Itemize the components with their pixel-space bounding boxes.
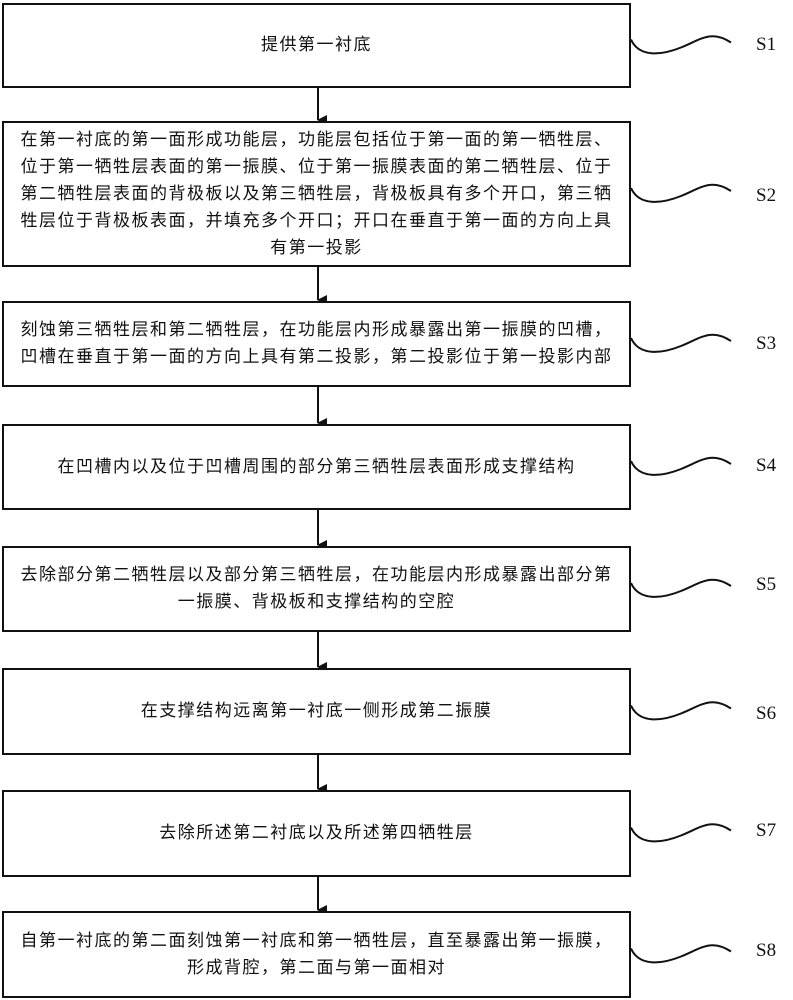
label-leader-line — [630, 944, 732, 964]
step-box-s5: 去除部分第二牺牲层以及部分第三牺牲层，在功能层内形成暴露出部分第一振膜、背极板和… — [2, 546, 631, 632]
step-label-s1: S1 — [756, 34, 777, 55]
label-leader-line — [630, 35, 732, 55]
step-label-s3: S3 — [756, 333, 777, 354]
step-text-s4: 在凹槽内以及位于凹槽周围的部分第三牺牲层表面形成支撑结构 — [57, 456, 576, 477]
step-text-s6: 在支撑结构远离第一衬底一侧形成第二振膜 — [140, 701, 493, 721]
step-text-s1: 提供第一衬底 — [261, 35, 372, 55]
label-leader-line — [630, 578, 732, 598]
step-box-s6: 在支撑结构远离第一衬底一侧形成第二振膜 — [2, 668, 631, 755]
step-box-s2: 在第一衬底的第一面形成功能层，功能层包括位于第一面的第一牺牲层、位于第一牺牲层表… — [2, 121, 631, 267]
label-leader-line — [630, 183, 732, 203]
label-leader-line — [630, 333, 732, 353]
step-text-s8: 自第一衬底的第二面刻蚀第一衬底和第一牺牲层，直至暴露出第一振膜，形成背腔，第二面… — [20, 930, 613, 978]
step-box-s7: 去除所述第二衬底以及所述第四牺牲层 — [2, 790, 631, 877]
step-text-s7: 去除所述第二衬底以及所述第四牺牲层 — [159, 823, 474, 843]
step-text-s5: 去除部分第二牺牲层以及部分第三牺牲层，在功能层内形成暴露出部分第一振膜、背极板和… — [20, 565, 613, 612]
step-label-s5: S5 — [756, 574, 777, 595]
step-text-s3: 刻蚀第三牺牲层和第二牺牲层，在功能层内形成暴露出第一振膜的凹槽，凹槽在垂直于第一… — [20, 320, 613, 367]
step-box-s8: 自第一衬底的第二面刻蚀第一衬底和第一牺牲层，直至暴露出第一振膜，形成背腔，第二面… — [2, 911, 631, 998]
step-label-s4: S4 — [756, 455, 777, 476]
step-label-s8: S8 — [756, 940, 777, 961]
step-label-s6: S6 — [756, 703, 777, 724]
step-box-s4: 在凹槽内以及位于凹槽周围的部分第三牺牲层表面形成支撑结构 — [2, 424, 631, 510]
step-label-s7: S7 — [756, 820, 777, 841]
step-text-s2: 在第一衬底的第一面形成功能层，功能层包括位于第一面的第一牺牲层、位于第一牺牲层表… — [20, 129, 613, 258]
step-label-s2: S2 — [756, 185, 777, 206]
label-leader-line — [630, 456, 732, 476]
step-box-s1: 提供第一衬底 — [2, 3, 631, 88]
label-leader-line — [630, 701, 732, 721]
label-leader-line — [630, 823, 732, 843]
step-box-s3: 刻蚀第三牺牲层和第二牺牲层，在功能层内形成暴露出第一振膜的凹槽，凹槽在垂直于第一… — [2, 301, 631, 387]
